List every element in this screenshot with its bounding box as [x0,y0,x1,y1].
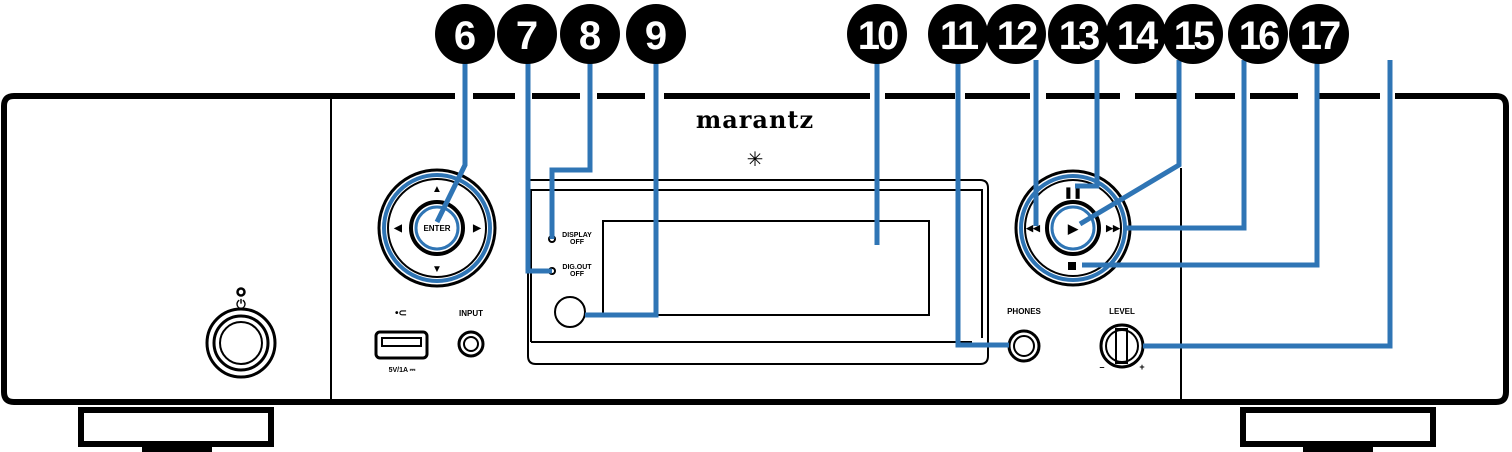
svg-text:OFF: OFF [570,271,585,278]
svg-text:9: 9 [645,14,667,58]
callout-lines [434,60,1393,349]
callout-17: 17 [1289,4,1349,64]
svg-text:14: 14 [1117,14,1159,58]
callout-13: 13 [1048,4,1108,64]
power-icon: ⏻ [236,297,246,311]
svg-text:6: 6 [454,14,476,58]
cursor-ring[interactable]: ▲ ▼ ◀ ▶ [377,168,497,288]
callout-11: 11 [928,4,988,64]
svg-text:15: 15 [1174,14,1215,58]
enter-button[interactable]: ENTER [409,200,465,256]
svg-text:11: 11 [940,14,979,58]
usb-port[interactable]: •⊂ 5V/1A ⎓ [374,308,429,374]
display-off-indicator: DISPLAY OFF [548,232,592,246]
input-label: INPUT [459,309,483,318]
callout-7: 7 [497,4,557,64]
svg-text:DIG.OUT: DIG.OUT [562,264,592,271]
level-plus-label: + [1139,362,1144,372]
display-window [602,220,930,316]
callout-15: 15 [1163,4,1223,64]
level-label: LEVEL [1109,307,1135,316]
callout-12: 12 [986,4,1046,64]
pause-icon[interactable]: ❚❚ [1064,187,1082,199]
level-minus-label: – [1099,362,1104,372]
callout-14: 14 [1106,4,1166,64]
callout-6: 6 [435,4,495,64]
svg-text:17: 17 [1300,14,1340,58]
remote-sensor [554,296,586,328]
right-foot [1240,407,1436,452]
play-icon: ▶ [1067,221,1079,236]
down-arrow-icon[interactable]: ▼ [432,264,442,275]
callout-10: 10 [847,4,907,64]
prev-icon[interactable]: ◀◀ [1025,223,1041,233]
usb-icon: •⊂ [395,308,407,319]
svg-text:DISPLAY: DISPLAY [562,232,592,239]
chassis [1,93,1509,405]
power-button[interactable]: ⏻ [205,287,277,379]
level-knob[interactable]: LEVEL – + [1099,307,1144,372]
svg-text:16: 16 [1239,14,1279,58]
callout-9: 9 [626,4,686,64]
dig-out-off-indicator: DIG.OUT OFF [548,264,592,278]
display-panel [527,179,989,365]
svg-text:7: 7 [516,14,538,58]
play-button[interactable]: ▶ [1045,200,1101,256]
phones-jack[interactable]: PHONES [1007,307,1042,363]
svg-text:12: 12 [997,14,1037,58]
callout-8: 8 [560,4,620,64]
callout-badges: 6 7 8 9 10 11 12 13 14 15 16 17 [435,4,1349,64]
power-indicator [236,287,246,297]
next-icon[interactable]: ▶▶ [1105,223,1121,233]
callout-16: 16 [1228,4,1288,64]
svg-text:OFF: OFF [570,239,585,246]
left-foot [78,407,274,452]
input-jack[interactable]: INPUT [457,309,485,358]
usb-rating-label: 5V/1A ⎓ [389,367,416,374]
stop-icon[interactable] [1068,262,1076,270]
star-icon: ✳ [747,149,764,171]
svg-text:13: 13 [1059,14,1099,58]
svg-text:8: 8 [579,14,601,58]
left-arrow-icon[interactable]: ◀ [393,223,402,234]
enter-label: ENTER [423,224,450,233]
up-arrow-icon[interactable]: ▲ [432,184,442,195]
right-arrow-icon[interactable]: ▶ [472,223,482,234]
svg-text:10: 10 [858,14,898,58]
phones-label: PHONES [1007,307,1041,316]
brand-logo: marantz [696,105,814,134]
